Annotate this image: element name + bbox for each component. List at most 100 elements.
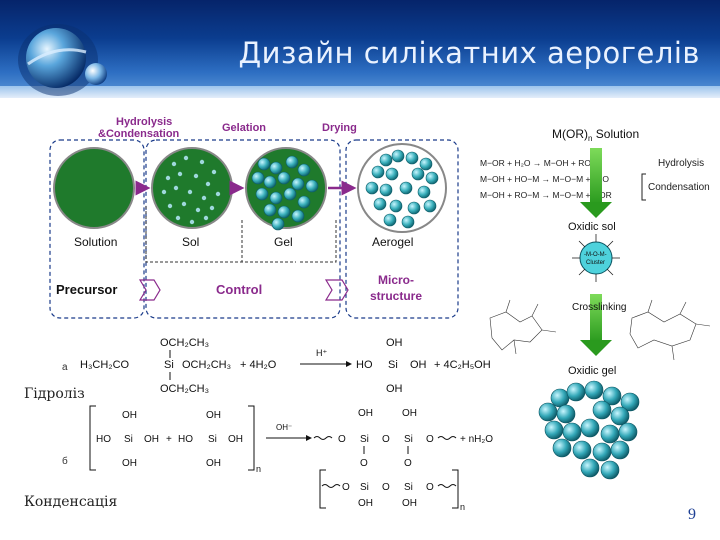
reaction-b-si-4: Si xyxy=(404,434,413,445)
label-microstructure-1: Micro- xyxy=(378,273,414,287)
crosslinked-network-right xyxy=(629,299,711,361)
slide-title: Дизайн силікатних аерогелів xyxy=(238,36,700,70)
stage-gelation: Gelation xyxy=(222,122,266,134)
reaction-a-byproduct: + 4C₂H₅OH xyxy=(434,359,491,371)
reaction-a-si: Si xyxy=(164,359,174,371)
reaction-b-n-2: n xyxy=(460,502,465,512)
bracket-left xyxy=(89,405,96,471)
reaction-b-o-1: O xyxy=(338,434,346,445)
eq-condensation-alcohol: M−OH + RO−M → M−O−M + HOR xyxy=(480,190,612,200)
reaction-b-oh-top-1: OH xyxy=(122,410,137,421)
sol-circle xyxy=(151,147,233,229)
reaction-b-n-1: n xyxy=(256,464,261,474)
reaction-b-si-3: Si xyxy=(360,434,369,445)
reaction-b-oh-top-3: OH xyxy=(358,408,373,419)
reaction-a-right: OCH₂CH₃ xyxy=(182,359,231,371)
stage-condensation: &Condensation xyxy=(98,128,180,140)
label-condensation: Condensation xyxy=(648,182,710,193)
sol-particles xyxy=(161,155,221,225)
wavy-bond-3 xyxy=(321,484,341,488)
reaction-b-oh-bottom-1: OH xyxy=(122,458,137,469)
caption-condensation: Конденсація xyxy=(24,494,118,510)
reaction-b-si-2: Si xyxy=(208,434,217,445)
label-solution: Solution xyxy=(74,235,117,249)
reaction-b-oh-bottom-4: OH xyxy=(402,498,417,509)
label-sol: Sol xyxy=(182,235,199,249)
control-arrows xyxy=(145,206,337,263)
reaction-b-o-8: O xyxy=(426,482,434,493)
reaction-b-catalyst: OH⁻ xyxy=(276,423,292,432)
reaction-b-oh-right-2: OH xyxy=(228,434,243,445)
bracket-left-2 xyxy=(319,469,326,509)
reaction-b-label: б xyxy=(62,455,68,467)
reaction-b-oh-top-4: OH xyxy=(402,408,417,419)
condensation-bracket xyxy=(641,173,646,201)
header-divider xyxy=(0,86,720,98)
microstructure-box xyxy=(345,139,459,319)
scheme-header: M(OR)n Solution xyxy=(552,127,639,143)
bracket-right-2 xyxy=(452,469,459,509)
chevron-left-icon xyxy=(138,279,161,301)
solution-circle xyxy=(53,147,135,229)
process-diagram: Hydrolysis &Condensation Gelation Drying… xyxy=(49,116,459,319)
arrowhead-icon xyxy=(346,361,352,367)
cluster-label-1: -M-O-M- xyxy=(584,252,607,258)
reaction-b-oh-bottom-3: OH xyxy=(358,498,373,509)
oxidic-gel-particles xyxy=(538,380,640,480)
stage-drying: Drying xyxy=(322,122,357,134)
eq-condensation-water: M−OH + HO−M → M−O−M + H₂O xyxy=(480,174,609,184)
label-crosslinking: Crosslinking xyxy=(572,302,626,313)
stage-hydrolysis: Hydrolysis xyxy=(116,116,172,128)
label-microstructure-2: structure xyxy=(370,289,422,303)
crosslinked-network-left xyxy=(489,299,557,355)
bracket-right xyxy=(248,405,255,471)
green-arrow-shaft-1 xyxy=(590,148,602,204)
reaction-b-o-6: O xyxy=(342,482,350,493)
reaction-a-catalyst: H⁺ xyxy=(316,348,327,358)
wavy-bond-2 xyxy=(437,436,457,440)
caption-hydrolysis: Гідроліз xyxy=(24,386,85,402)
reaction-a-product-top: OH xyxy=(386,337,403,349)
reaction-a-bottom: OCH₂CH₃ xyxy=(160,383,209,395)
label-oxidic-gel: Oxidic gel xyxy=(568,365,616,377)
reaction-b-o-4: O xyxy=(360,458,368,469)
sol-gel-scheme: M(OR)n Solution M−OR + H₂O → M−OH + ROH … xyxy=(480,127,711,480)
reaction-b-si-6: Si xyxy=(404,482,413,493)
reaction-a-product-left: HO xyxy=(356,359,373,371)
reaction-b-o-3: O xyxy=(426,434,434,445)
aerogel-particles xyxy=(365,149,439,229)
green-arrow-down-icon-2 xyxy=(580,340,612,356)
reaction-b-byproduct: + nH₂O xyxy=(460,434,493,445)
reaction-b-o-5: O xyxy=(404,458,412,469)
label-aerogel: Aerogel xyxy=(372,235,413,249)
reaction-a-reactant-left: H₃CH₂CO xyxy=(80,359,130,371)
globe-logo-icon xyxy=(18,24,107,96)
reaction-b-plus: + xyxy=(166,434,172,445)
reaction-b-si-5: Si xyxy=(360,482,369,493)
reaction-a-product-bottom: OH xyxy=(386,383,403,395)
reaction-b-ho-1: HO xyxy=(96,434,111,445)
reaction-a-water: + 4H₂O xyxy=(240,359,277,371)
wavy-bond xyxy=(313,436,333,440)
label-control: Control xyxy=(216,282,262,297)
reaction-b-oh-top-2: OH xyxy=(206,410,221,421)
reaction-a-label: a xyxy=(62,362,68,373)
label-oxidic-sol: Oxidic sol xyxy=(568,221,616,233)
label-precursor: Precursor xyxy=(56,282,117,297)
page-number: 9 xyxy=(688,506,696,523)
precursor-box xyxy=(49,139,145,319)
reaction-b-o-2: O xyxy=(382,434,390,445)
reaction-b-o-7: O xyxy=(382,482,390,493)
reaction-b-oh-bottom-2: OH xyxy=(206,458,221,469)
chevron-right-icon xyxy=(324,279,349,301)
reaction-equations: a OCH₂CH₃ H₃CH₂CO Si OCH₂CH₃ OCH₂CH₃ + 4… xyxy=(62,337,493,512)
green-arrow-down-icon xyxy=(580,202,612,218)
arrowhead-icon-b xyxy=(306,435,312,441)
reaction-a-top: OCH₂CH₃ xyxy=(160,337,209,349)
label-hydrolysis: Hydrolysis xyxy=(658,158,704,169)
green-arrow-shaft-2 xyxy=(590,294,602,342)
slide-header xyxy=(0,0,720,96)
wavy-bond-4 xyxy=(437,484,457,488)
cluster-label-2: Cluster xyxy=(586,260,605,266)
reaction-b-oh-right-1: OH xyxy=(144,434,159,445)
